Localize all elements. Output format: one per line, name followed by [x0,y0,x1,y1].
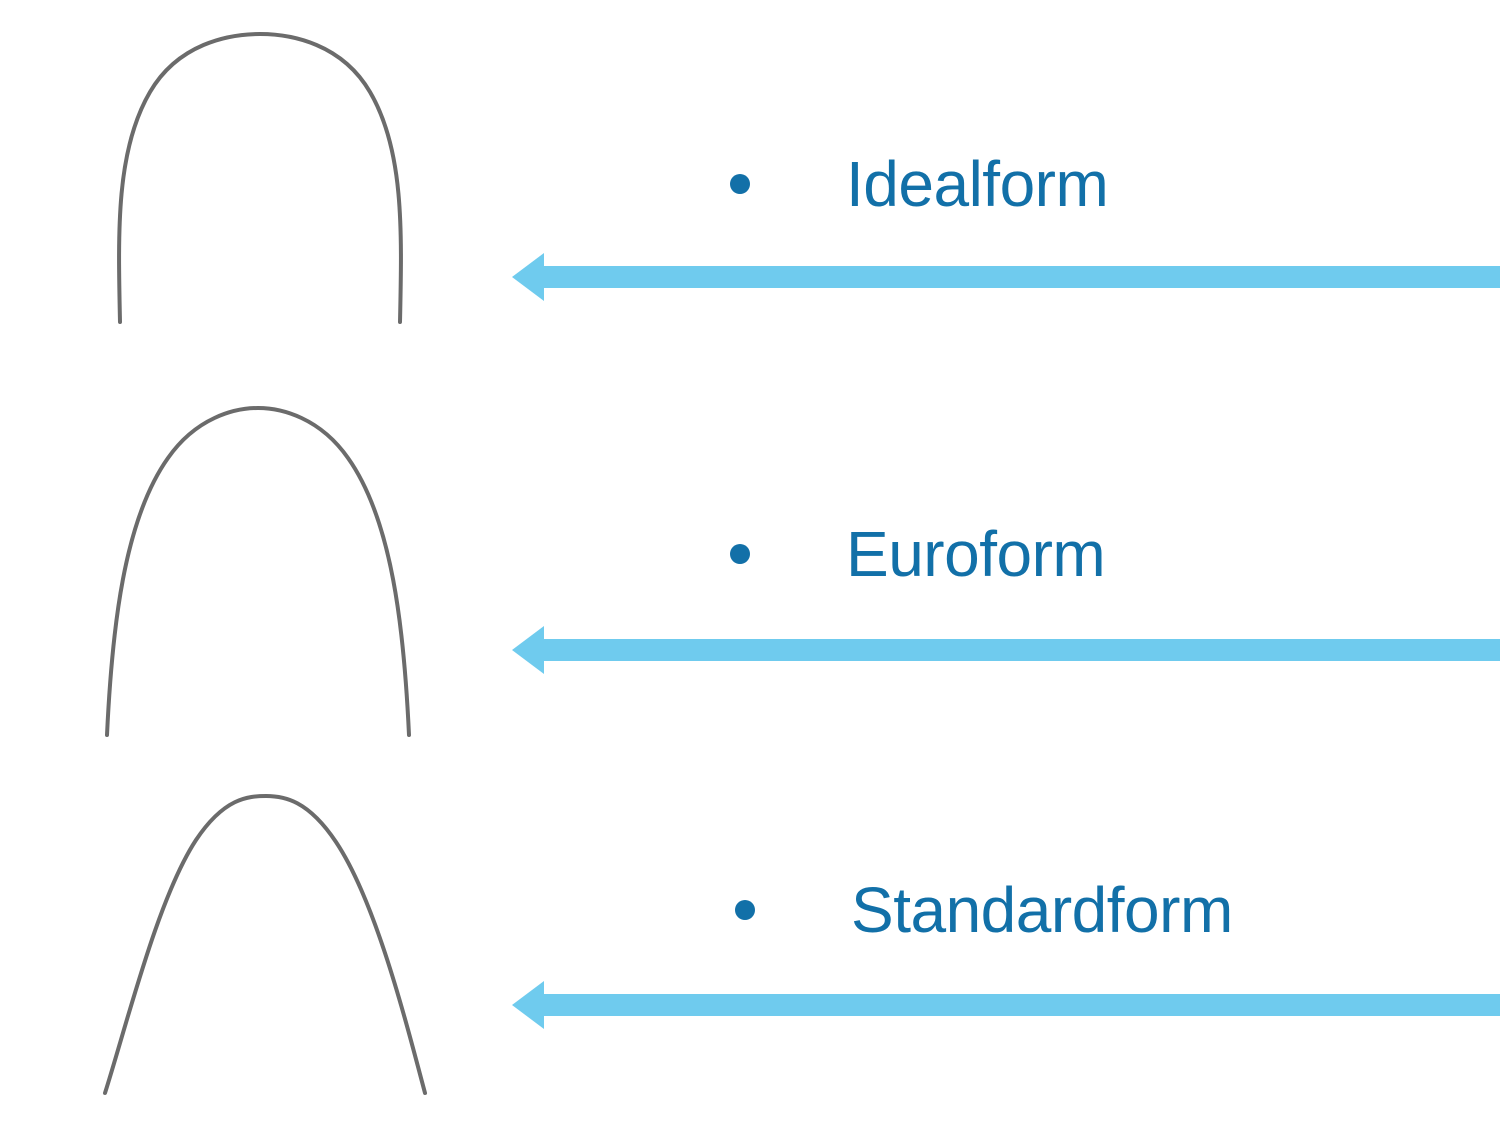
bullet-label-standardform: Standardform [851,874,1233,946]
arch-figure-euroform [0,380,500,750]
bullet-label-idealform: Idealform [846,148,1109,220]
arch-figure-standardform [0,770,500,1125]
arrow-left-icon [512,981,1500,1029]
dental-archwire-idealform-icon [117,31,403,324]
bullet-dot-icon [730,544,750,564]
bullet-label-euroform: Euroform [846,518,1106,590]
left-arrow-idealform [508,247,1500,307]
arrow-left-icon [512,626,1500,674]
bullet-dot-icon [735,900,755,920]
arch-figure-idealform [0,0,500,340]
dental-archwire-standardform-icon [103,793,427,1095]
left-arrow-standardform [508,975,1500,1035]
bullet-item-standardform: Standardform [735,878,1233,942]
dental-archwire-euroform-icon [105,405,411,737]
bullet-dot-icon [730,174,750,194]
left-arrow-euroform [508,620,1500,680]
bullet-item-euroform: Euroform [730,518,1106,590]
bullet-item-idealform: Idealform [730,148,1109,220]
arrow-left-icon [512,253,1500,301]
